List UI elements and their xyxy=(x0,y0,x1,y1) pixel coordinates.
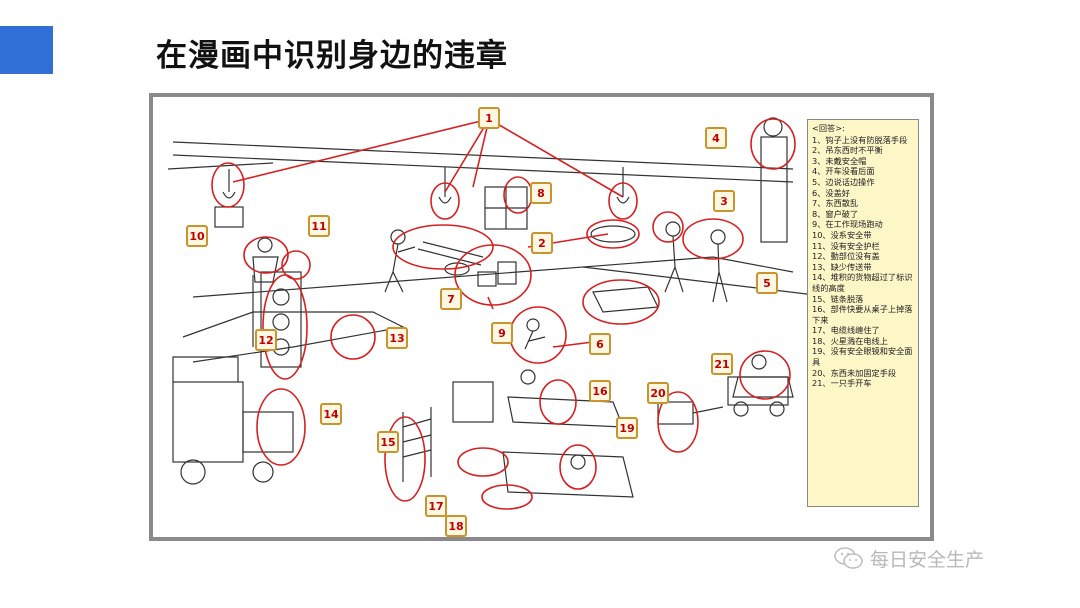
marker-4: 4 xyxy=(705,127,727,149)
marker-16: 16 xyxy=(589,380,611,402)
marker-17: 17 xyxy=(425,495,447,517)
answer-item: 1、钩子上没有防脱落手段 xyxy=(812,134,908,145)
marker-19: 19 xyxy=(616,417,638,439)
marker-7: 7 xyxy=(440,288,462,310)
marker-12: 12 xyxy=(255,329,277,351)
answer-item: 3、未戴安全帽 xyxy=(812,155,867,166)
answer-item: 2、吊东西时不平衡 xyxy=(812,145,883,156)
marker-18: 18 xyxy=(445,515,467,537)
answer-item: 8、窗户破了 xyxy=(812,208,859,219)
marker-14: 14 xyxy=(320,403,342,425)
marker-5: 5 xyxy=(756,272,778,294)
answer-heading: <回答>: xyxy=(812,123,845,133)
answer-item: 15、链条脱落 xyxy=(812,293,864,304)
answer-item: 9、在工作现场跑动 xyxy=(812,219,883,230)
marker-3: 3 xyxy=(713,190,735,212)
marker-21: 21 xyxy=(711,353,733,375)
watermark: 每日安全生产 xyxy=(834,545,984,572)
answer-item: 7、东西散乱 xyxy=(812,198,859,209)
watermark-text: 每日安全生产 xyxy=(870,549,985,571)
answer-item: 19、没有安全眼镜和安全面具 xyxy=(812,346,913,368)
marker-10: 10 xyxy=(186,225,208,247)
answer-item: 16、部件快要从桌子上掉落下来 xyxy=(812,304,913,325)
answer-item: 20、东西未加固定手段 xyxy=(812,367,897,378)
answer-panel: <回答>: 1、钩子上没有防脱落手段 2、吊东西时不平衡 3、未戴安全帽 4、开… xyxy=(807,119,919,507)
answer-item: 18、火星溅在电线上 xyxy=(812,335,888,346)
wechat-icon xyxy=(834,546,863,569)
marker-8: 8 xyxy=(530,182,552,204)
marker-2: 2 xyxy=(531,232,553,254)
answer-item: 14、堆积的货物超过了标识线的高度 xyxy=(812,272,913,293)
answer-item: 5、边说话边操作 xyxy=(812,176,875,187)
answer-item: 13、缺少传送带 xyxy=(812,261,872,272)
workshop-illustration xyxy=(167,117,874,510)
cartoon-frame: 1 2 3 4 5 6 7 8 9 10 11 12 13 14 15 16 1… xyxy=(149,93,934,541)
slide-title: 在漫画中识别身边的违章 xyxy=(156,38,508,74)
answer-item: 4、开车没看后面 xyxy=(812,166,875,177)
marker-20: 20 xyxy=(647,382,669,404)
marker-11: 11 xyxy=(308,215,330,237)
marker-15: 15 xyxy=(377,431,399,453)
accent-bar xyxy=(0,26,53,74)
marker-9: 9 xyxy=(491,322,513,344)
answer-item: 11、没有安全护栏 xyxy=(812,240,880,251)
answer-item: 21、一只手开车 xyxy=(812,378,872,389)
marker-13: 13 xyxy=(386,327,408,349)
marker-6: 6 xyxy=(589,333,611,355)
answer-item: 6、没盖好 xyxy=(812,187,850,198)
answer-item: 10、没系安全带 xyxy=(812,229,872,240)
answer-item: 17、电缆线缠住了 xyxy=(812,325,880,336)
answer-item: 12、動部位没有盖 xyxy=(812,251,880,262)
marker-1: 1 xyxy=(478,107,500,129)
